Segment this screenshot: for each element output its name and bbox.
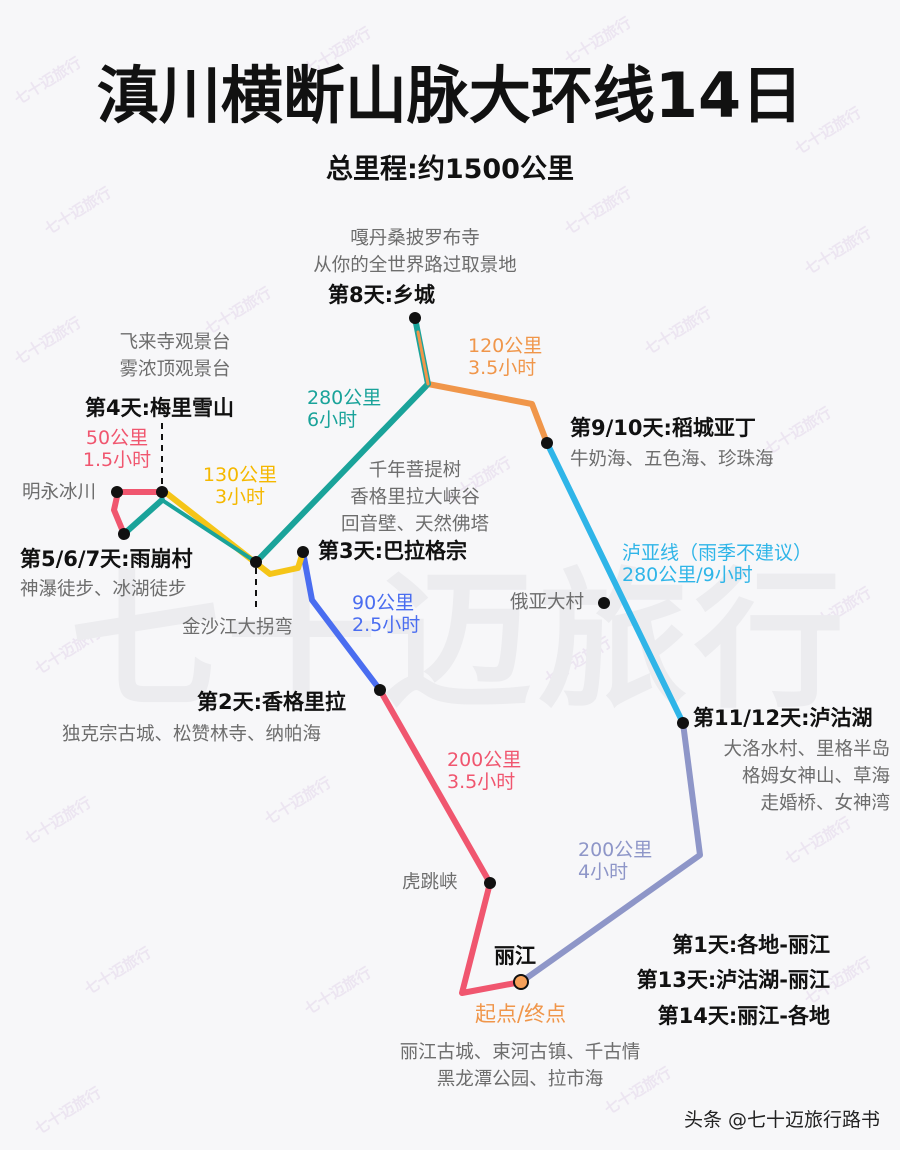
itinerary-day-14: 第14天:丽江-各地 (657, 1003, 830, 1028)
segment-time: 3.5小时 (468, 356, 537, 379)
route-leg-balagezong-to-meili (162, 489, 306, 577)
stop-label-lugu: 第11/12天:泸沽湖 (693, 706, 873, 730)
itinerary-day-13: 第13天:泸沽湖-丽江 (636, 968, 830, 993)
route-leg-lugu-to-lijiang (518, 720, 703, 985)
sight: 走婚桥、女神湾 (760, 792, 890, 814)
sight: 嘎丹桑披罗布寺 (350, 228, 480, 249)
segment-time: 3.5小时 (447, 770, 516, 793)
sight: 回音壁、天然佛塔 (340, 513, 489, 535)
stop-label-lijiang: 丽江 (494, 944, 536, 968)
segment-distance: 90公里 (352, 592, 415, 614)
place-label-eya: 俄亚大村 (510, 592, 585, 613)
yubeng-sights: 神瀑徒步、冰湖徒步 (20, 577, 187, 604)
segment-distance: 200公里 (447, 749, 522, 771)
shangrila-sights: 独克宗古城、松赞林寺、纳帕海 (62, 722, 321, 749)
segment-label-90km: 90公里 2.5小时 (352, 592, 421, 637)
place-label-mingyong: 明永冰川 (22, 482, 97, 503)
route-leg-lijiang-to-shangrila (377, 687, 524, 996)
segment-time: 1.5小时 (82, 448, 152, 471)
stop-dot-hutiao (484, 877, 496, 889)
stop-dot-xiangcheng (409, 312, 421, 324)
total-distance: 总里程:约1500公里 (326, 154, 574, 185)
segment-distance: 200公里 (578, 839, 653, 861)
stop-dot-eya (598, 597, 610, 609)
stop-dot-shangrila (374, 684, 386, 696)
stop-label-shangrila: 第2天:香格里拉 (197, 690, 347, 714)
segment-time: 2.5小时 (352, 613, 421, 636)
itinerary-list: 第1天:各地-丽江 第13天:泸沽湖-丽江 第14天:丽江-各地 (560, 928, 830, 1034)
stop-dot-yubeng (118, 528, 130, 540)
segment-label-200km-3-5h: 200公里 3.5小时 (447, 749, 522, 794)
itinerary-day-1: 第1天:各地-丽江 (672, 933, 830, 957)
stop-dot-meili (156, 486, 168, 498)
segment-label-130km: 130公里 3小时 (190, 464, 290, 509)
sight: 黑龙潭公园、拉市海 (436, 1068, 604, 1090)
segment-distance: 50公里 (85, 427, 149, 449)
route-leg-yubeng-to-xiangcheng (253, 381, 431, 565)
lugu-sights: 大洛水村、里格半岛 格姆女神山、草海 走婚桥、女神湾 (640, 737, 890, 817)
stop-dot-mingyong (111, 486, 123, 498)
sight: 千年菩提树 (368, 460, 462, 481)
segment-title: 泸亚线（雨季不建议） (622, 542, 813, 564)
route-leg-meili-teal (160, 498, 258, 564)
segment-label-luya: 泸亚线（雨季不建议） 280公里/9小时 (622, 542, 813, 587)
stop-label-daocheng: 第9/10天:稻城亚丁 (570, 416, 756, 440)
segment-time: 6小时 (307, 408, 358, 431)
author-credit: 头条 @七十迈旅行路书 (683, 1109, 880, 1131)
segment-time: 4小时 (578, 860, 629, 883)
stop-dot-daocheng (541, 437, 553, 449)
sight: 雾浓顶观景台 (119, 358, 231, 380)
sight: 大洛水村、里格半岛 (723, 739, 890, 760)
sight: 格姆女神山、草海 (741, 765, 890, 787)
segment-label-200km-4h: 200公里 4小时 (578, 839, 653, 884)
segment-label-120km: 120公里 3.5小时 (468, 335, 543, 380)
sight: 丽江古城、束河古镇、千古情 (399, 1042, 641, 1063)
meili-sights: 飞来寺观景台 雾浓顶观景台 (90, 330, 260, 384)
start-end-tag: 起点/终点 (475, 1002, 567, 1026)
route-leg-spur-overlay (416, 330, 430, 386)
route-leg-daocheng-to-lugu (544, 440, 686, 726)
place-label-hutiao: 虎跳峡 (402, 872, 458, 893)
sight: 独克宗古城、松赞林寺、纳帕海 (62, 724, 322, 745)
start-end-marker-lijiang (513, 974, 529, 990)
sight: 从你的全世界路过取景地 (313, 254, 517, 276)
stop-label-yubeng: 第5/6/7天:雨崩村 (20, 547, 193, 571)
sight: 香格里拉大峡谷 (350, 486, 480, 508)
segment-info: 280公里/9小时 (622, 563, 753, 586)
segment-time: 3小时 (214, 485, 266, 508)
route-leg-xiangcheng-to-daocheng (425, 381, 550, 446)
route-leg-meili-to-yubeng (121, 497, 165, 537)
route-leg-shangrila-to-balagezong (300, 549, 383, 693)
segment-distance: 130公里 (202, 464, 278, 486)
segment-label-280km: 280公里 6小时 (307, 387, 382, 432)
stop-label-balagezong: 第3天:巴拉格宗 (318, 539, 468, 563)
daocheng-sights: 牛奶海、五色海、珍珠海 (570, 447, 774, 474)
segment-distance: 280公里 (307, 387, 382, 409)
balagezong-sights: 千年菩提树 香格里拉大峡谷 回音壁、天然佛塔 (300, 458, 530, 538)
segment-distance: 120公里 (468, 335, 543, 357)
route-leg-yubeng-to-mingyong (111, 489, 165, 537)
xiangcheng-sights: 嘎丹桑披罗布寺 从你的全世界路过取景地 (260, 226, 570, 280)
place-label-jinsha: 金沙江大拐弯 (182, 617, 294, 638)
stop-dot-balagezong (297, 546, 309, 558)
lijiang-sights: 丽江古城、束河古镇、千古情 黑龙潭公园、拉市海 (340, 1040, 700, 1094)
stop-label-xiangcheng: 第8天:乡城 (328, 283, 436, 307)
stop-dot-jinsha (250, 556, 262, 568)
map-title: 滇川横断山脉大环线14日 (96, 59, 804, 132)
segment-label-50km: 50公里 1.5小时 (72, 427, 162, 472)
stop-label-meili: 第4天:梅里雪山 (85, 396, 235, 420)
sight: 牛奶海、五色海、珍珠海 (570, 449, 774, 470)
sight: 神瀑徒步、冰湖徒步 (20, 579, 187, 600)
sight: 飞来寺观景台 (119, 332, 231, 353)
stop-dot-lugu (677, 717, 689, 729)
